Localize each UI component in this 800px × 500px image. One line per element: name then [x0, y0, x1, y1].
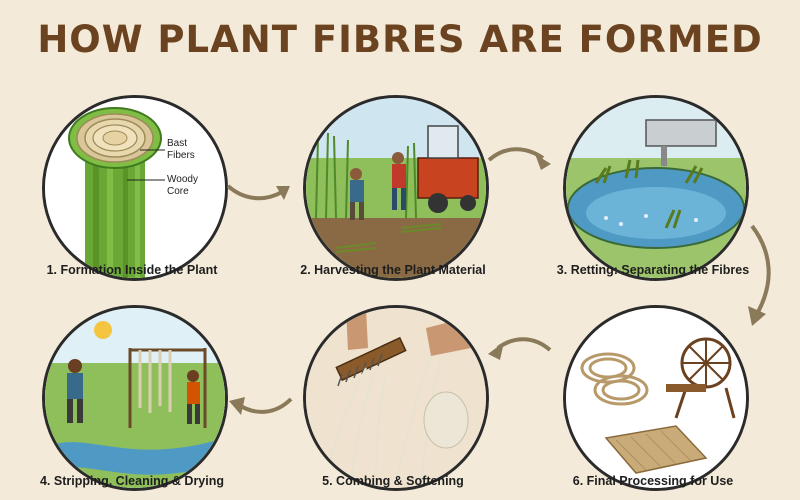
step-2-caption: 2. Harvesting the Plant Material [300, 263, 486, 277]
step-2-illustration [303, 95, 489, 281]
step-6-illustration [563, 305, 749, 491]
woody-core-label-line1: Woody [167, 174, 198, 185]
step-1-illustration: Bast Fibers Woody Core [42, 95, 228, 281]
step-4-illustration [42, 305, 228, 491]
page-title: HOW PLANT FIBRES ARE FORMED [37, 18, 763, 61]
step-3-illustration [563, 95, 749, 281]
step-1-caption: 1. Formation Inside the Plant [46, 263, 218, 277]
arrow-right-icon [226, 184, 290, 201]
arrow-left-icon [488, 337, 552, 360]
step-5-illustration [303, 305, 489, 491]
arrow-right-icon [487, 147, 551, 170]
bast-fibers-label-line2: Fibers [167, 150, 195, 161]
step-5-caption: 5. Combing & Softening [322, 474, 464, 488]
step-6-caption: 6. Final Processing for Use [572, 474, 734, 488]
arrow-down-icon [748, 224, 771, 326]
arrow-left-icon [229, 397, 293, 415]
bast-fibers-label-line1: Bast [167, 138, 187, 149]
step-4-caption: 4. Stripping, Cleaning & Drying [39, 474, 225, 488]
woody-core-label-line2: Core [167, 186, 189, 197]
step-3-caption: 3. Retting: Separating the Fibres [556, 263, 750, 277]
